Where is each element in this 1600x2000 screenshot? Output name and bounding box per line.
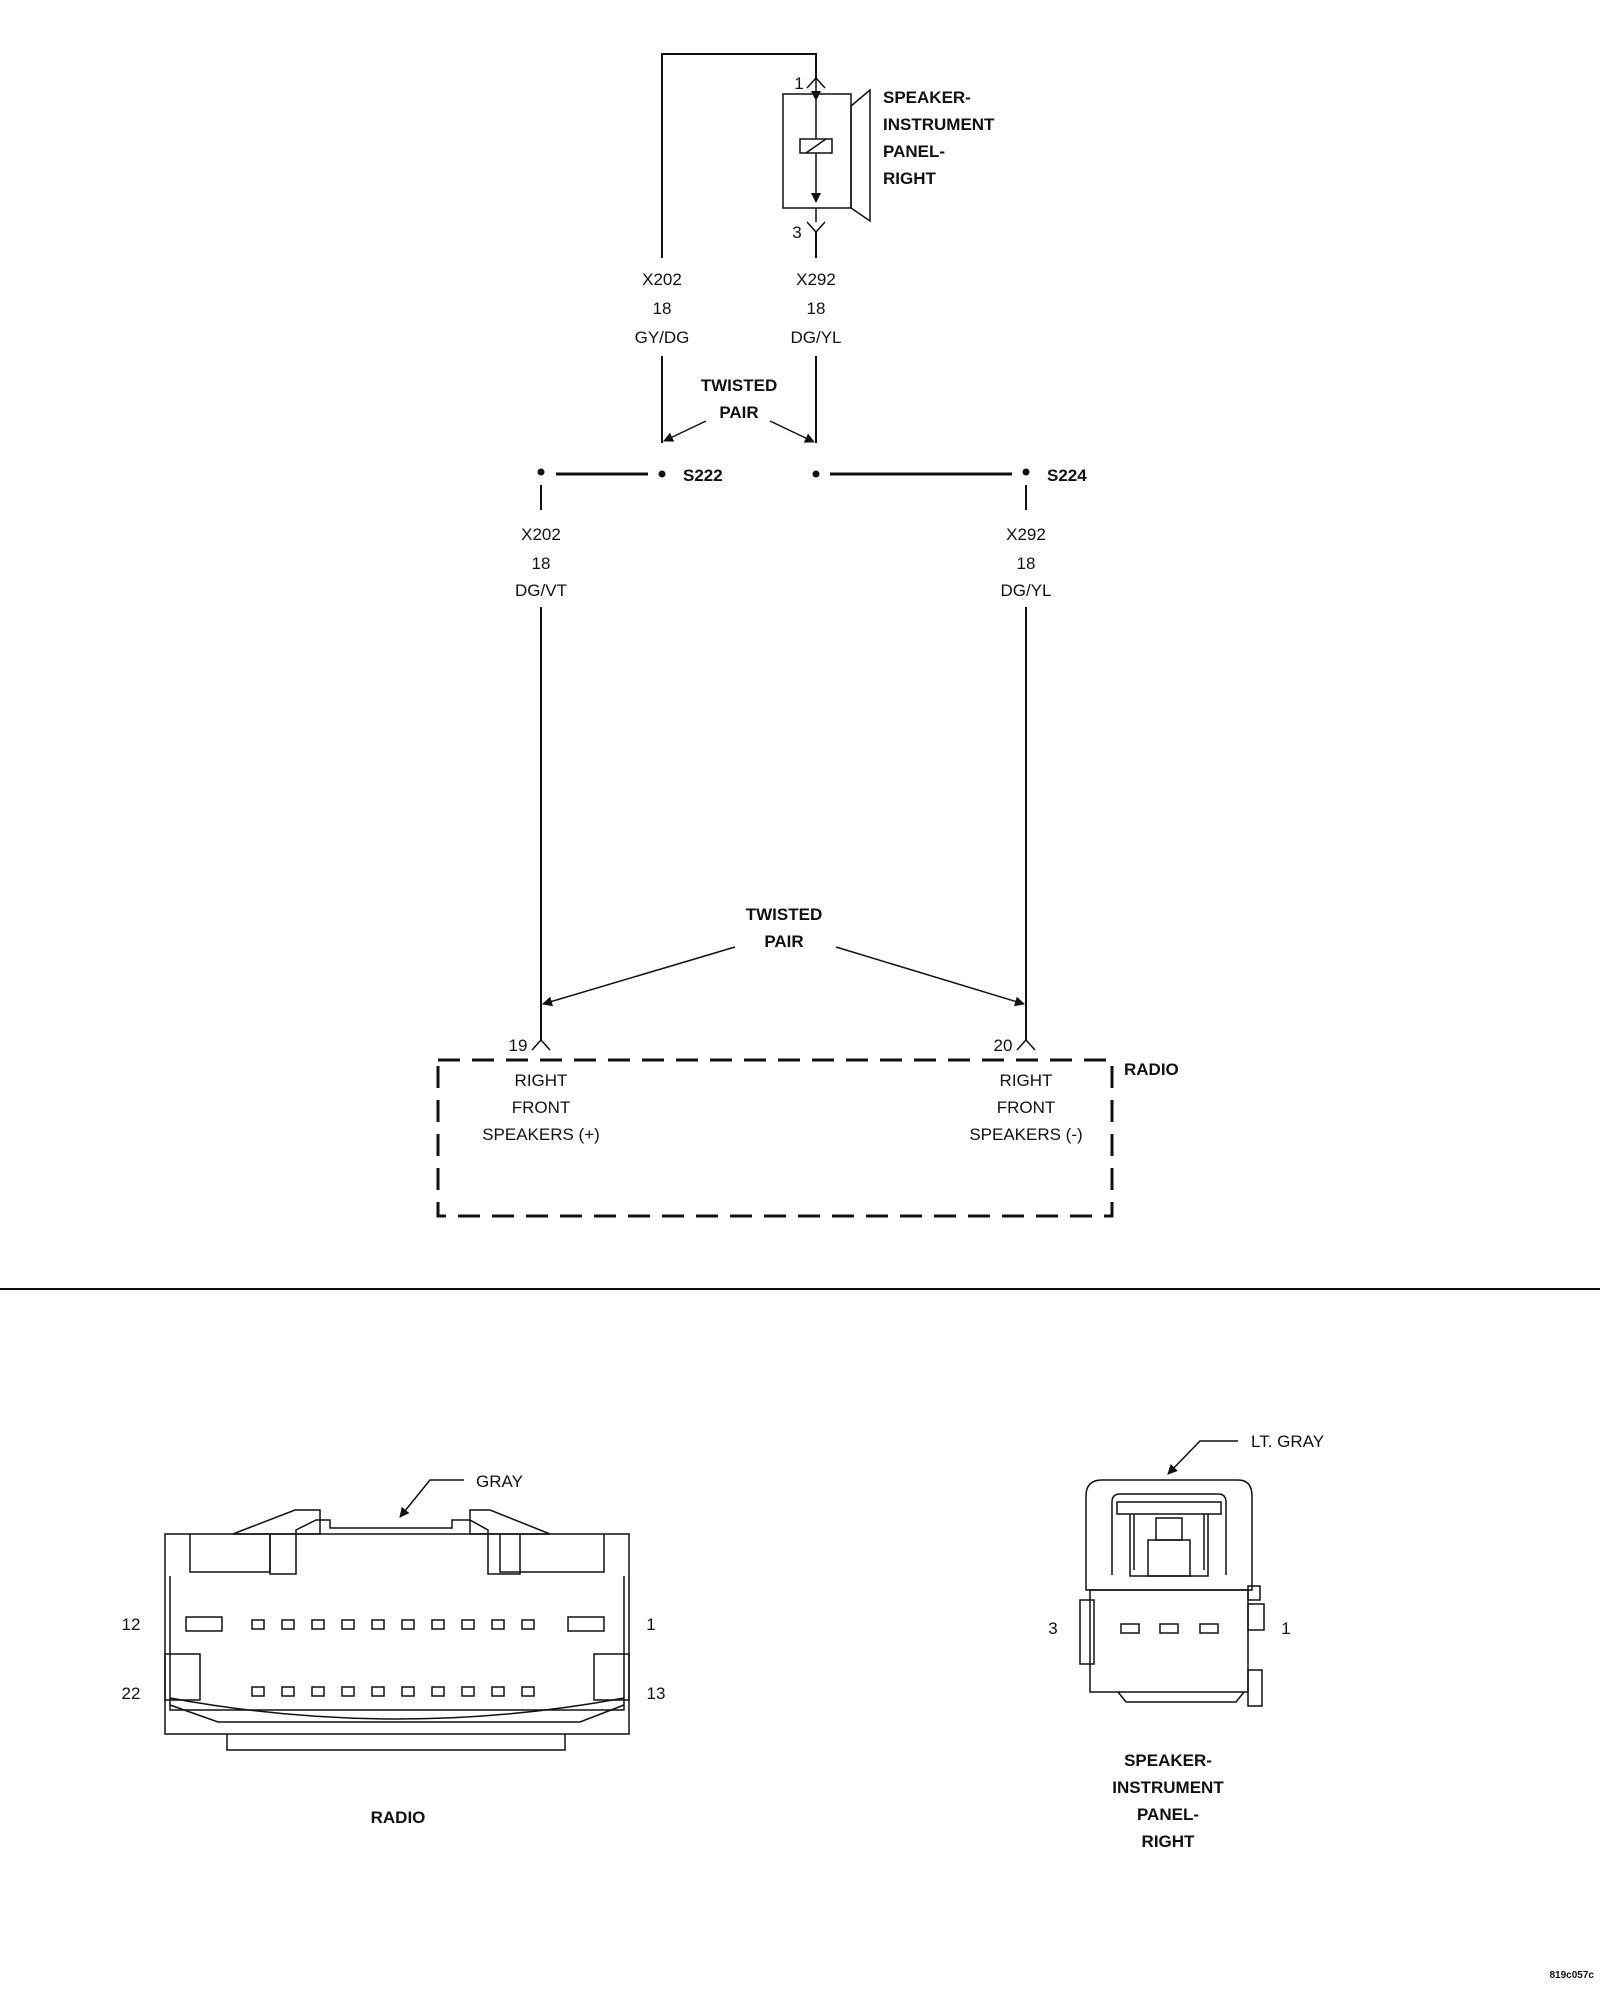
speaker-pin3-connector-symbol (806, 221, 826, 234)
speaker-connector-caption-line-1: SPEAKER- (1124, 1751, 1212, 1770)
speaker-label-line-4: RIGHT (883, 169, 937, 188)
speaker-connector-pin-1-label: 1 (1281, 1619, 1290, 1638)
radio-left-function-line-3: SPEAKERS (+) (482, 1125, 600, 1144)
twisted-pair-top-line-1: TWISTED (701, 376, 778, 395)
wire-right-upper-color: DG/YL (790, 328, 841, 347)
radio-connector-pin-13-label: 13 (647, 1684, 666, 1703)
radio-connector-face-view (164, 1509, 630, 1751)
radio-left-function-line-2: FRONT (512, 1098, 571, 1117)
speaker-connector-pin-3-label: 3 (1048, 1619, 1057, 1638)
speaker-component-label: SPEAKER- INSTRUMENT PANEL- RIGHT (883, 88, 995, 188)
twisted-pair-top-arrow-left (663, 420, 707, 442)
speaker-pin-bottom-label: 3 (792, 223, 801, 242)
speaker-pin-top-label: 1 (794, 74, 803, 93)
wire-left-upper-circuit: X202 (642, 270, 682, 289)
wire-right-upper-circuit: X292 (796, 270, 836, 289)
splice-s222-dot (658, 470, 666, 478)
radio-module-box (436, 1058, 1114, 1218)
splice-left-end-dot (537, 468, 545, 476)
wire-right-lower-circuit: X292 (1006, 525, 1046, 544)
wire-right-lower-gauge: 18 (1017, 554, 1036, 573)
twisted-pair-bottom-arrow-left (542, 946, 736, 1007)
radio-connector-pin-22-label: 22 (122, 1684, 141, 1703)
wire-right-upper-gauge: 18 (807, 299, 826, 318)
twisted-pair-bottom-line-1: TWISTED (746, 905, 823, 924)
wire-right-lower-color: DG/YL (1000, 581, 1051, 600)
wire-left-upper-color: GY/DG (635, 328, 690, 347)
speaker-label-line-1: SPEAKER- (883, 88, 971, 107)
twisted-pair-bottom-line-2: PAIR (764, 932, 803, 951)
wire-left-upper-gauge: 18 (653, 299, 672, 318)
radio-pin19-connector-symbol (531, 1038, 551, 1051)
radio-right-function-line-2: FRONT (997, 1098, 1056, 1117)
splice-s224-label: S224 (1047, 466, 1087, 485)
wire-left-lower-gauge: 18 (532, 554, 551, 573)
speaker-label-line-2: INSTRUMENT (883, 115, 995, 134)
splice-s224-junction-dot (812, 470, 820, 478)
wire-left-lower-circuit: X202 (521, 525, 561, 544)
splice-s222-label: S222 (683, 466, 723, 485)
radio-connector-caption: RADIO (371, 1808, 426, 1827)
twisted-pair-bottom-arrow-right (835, 946, 1025, 1007)
radio-connector-pin-12-label: 12 (122, 1615, 141, 1634)
speaker-connector-caption-line-3: PANEL- (1137, 1805, 1199, 1824)
twisted-pair-top-line-2: PAIR (719, 403, 758, 422)
twisted-pair-top-arrow-right (769, 420, 815, 443)
radio-pin-20-label: 20 (994, 1036, 1013, 1055)
radio-right-function-line-1: RIGHT (1000, 1071, 1053, 1090)
speaker-connector-color-label: LT. GRAY (1251, 1432, 1324, 1451)
speaker-connector-color-leader (1167, 1440, 1238, 1475)
speaker-connector-caption: SPEAKER- INSTRUMENT PANEL- RIGHT (1112, 1751, 1224, 1851)
radio-pin20-connector-symbol (1016, 1038, 1036, 1051)
wire-left-lower-color: DG/VT (515, 581, 567, 600)
radio-connector-color-label: GRAY (476, 1472, 523, 1491)
speaker-connector-caption-line-2: INSTRUMENT (1112, 1778, 1224, 1797)
speaker-instrument-panel-right-symbol (782, 76, 871, 234)
radio-right-function-line-3: SPEAKERS (-) (969, 1125, 1082, 1144)
figure-code: 819c057c (1550, 1970, 1595, 1981)
radio-module-label: RADIO (1124, 1060, 1179, 1079)
speaker-connector-face-view (1079, 1479, 1265, 1707)
speaker-label-line-3: PANEL- (883, 142, 945, 161)
radio-connector-color-leader (399, 1479, 464, 1518)
radio-pin-19-label: 19 (509, 1036, 528, 1055)
radio-left-function-line-1: RIGHT (515, 1071, 568, 1090)
wire-x202-gy-dg-upper (661, 53, 817, 258)
splice-s224-dot (1022, 468, 1030, 476)
radio-connector-pin-1-label: 1 (646, 1615, 655, 1634)
speaker-connector-caption-line-4: RIGHT (1142, 1832, 1196, 1851)
